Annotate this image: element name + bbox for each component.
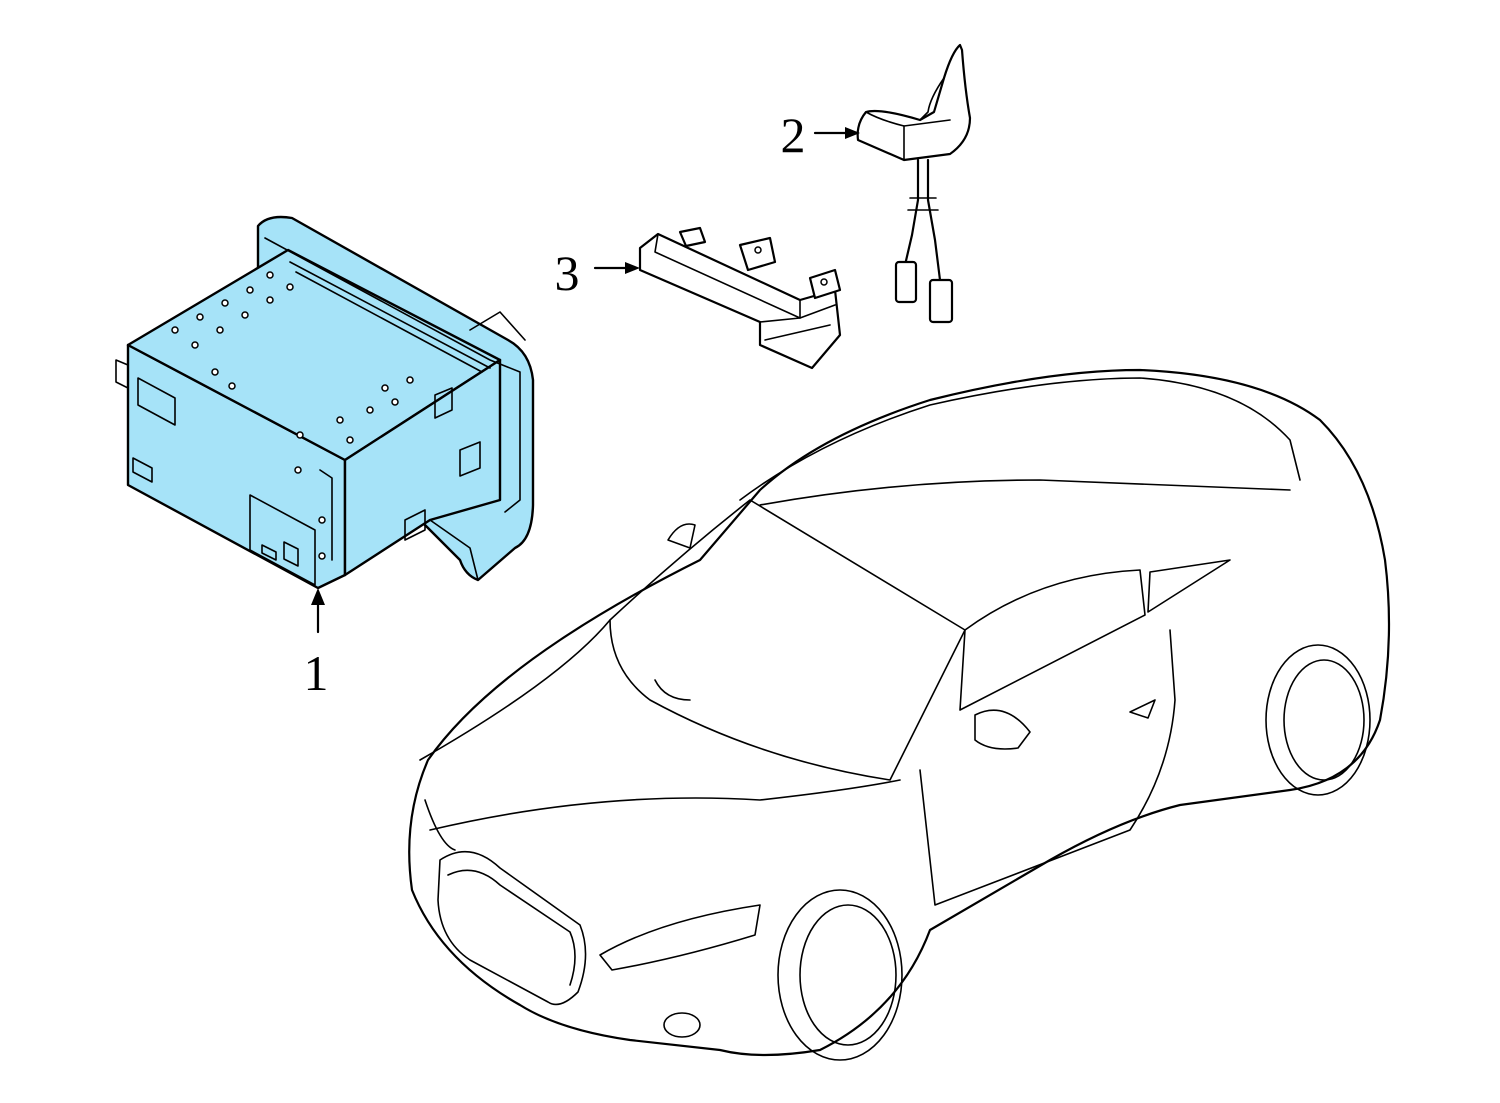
callout-1-label: 1 [304,645,329,701]
car-side-window [959,569,1146,711]
car-windshield [609,499,966,781]
antenna-fin [856,43,972,162]
front-wheel [777,889,903,1061]
roof-antenna[interactable] [856,43,972,324]
antenna-amplifier-module[interactable] [638,226,842,370]
vehicle-outline [408,368,1391,1061]
callout-2-label: 2 [781,107,806,163]
callout-2[interactable]: 2 [781,107,861,163]
radio-screw-holes [171,271,414,560]
radio-unit[interactable] [115,215,535,590]
callout-3-label: 3 [555,245,580,301]
car-grille [437,850,587,1006]
module-body [638,232,842,370]
car-roof [739,377,1301,501]
antenna-connector-b [928,278,954,324]
callout-1[interactable]: 1 [304,588,329,701]
car-body [408,368,1391,1057]
antenna-connector-a [894,260,918,304]
callout-3[interactable]: 3 [555,245,641,301]
radio-side-face [343,358,502,577]
rear-wheel [1265,644,1371,796]
